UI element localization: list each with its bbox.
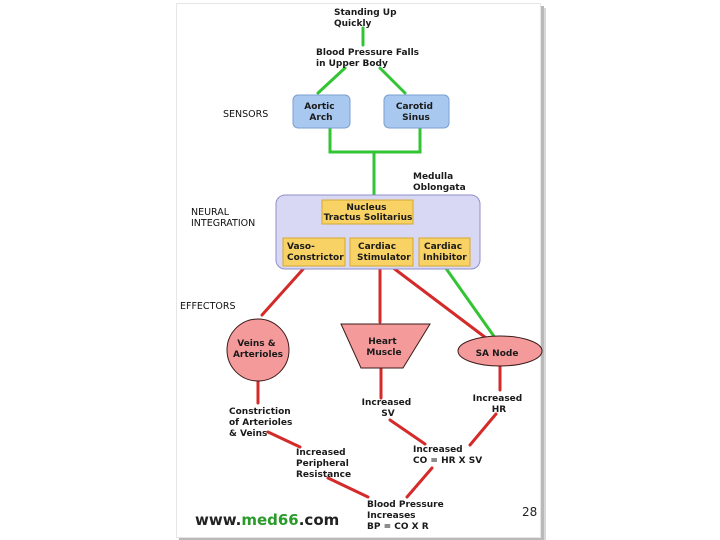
cardiac-stimulator-box	[349, 237, 414, 267]
nucleus-box	[321, 199, 414, 225]
bp-falls-text: Blood Pressure Falls in Upper Body	[316, 48, 422, 69]
bp-increases-text: Blood Pressure Increases BP = CO X R	[367, 500, 447, 532]
veins-arterioles-circle	[226, 318, 290, 382]
arrow-constriction-to-peripheral	[266, 430, 302, 449]
standing-up-text: Standing Up Quickly	[334, 8, 400, 29]
increased-co-text: Increased CO = HR X SV	[413, 445, 482, 466]
vasoconstrictor-text: Vaso- Constrictor	[287, 242, 344, 263]
veins-arterioles-text: Veins & Arterioles	[233, 339, 283, 360]
vasoconstrictor-box	[282, 237, 346, 267]
arrow-bpfall-to-carotid	[378, 66, 407, 95]
section-sensors: SENSORS	[223, 109, 268, 120]
heart-muscle-shape	[340, 323, 431, 369]
green-arrows	[316, 26, 500, 344]
increased-sv-text: Increased SV	[362, 398, 415, 419]
aortic-arch-box	[292, 94, 351, 129]
heart-muscle-text: Heart Muscle	[366, 337, 401, 358]
diagram-card	[176, 3, 541, 538]
page-number: 28	[522, 505, 538, 519]
cardiac-stimulator-text: Cardiac Stimulator	[357, 242, 411, 263]
constriction-text: Constriction of Arterioles & Veins	[229, 407, 295, 439]
sa-node-text: SA Node	[476, 349, 519, 359]
section-neural-integration: NEURAL INTEGRATION	[191, 207, 255, 229]
section-effectors: EFFECTORS	[180, 301, 235, 312]
nucleus-text: Nucleus Tractus Solitarius	[324, 203, 413, 223]
arrow-peripheral-to-bp	[326, 476, 370, 499]
arrow-co-to-bp	[405, 466, 434, 499]
arrow-vaso-to-veins	[260, 265, 307, 317]
cardiac-inhibitor-box	[418, 237, 471, 267]
arrow-stimulator-to-sanode	[390, 265, 496, 346]
arrow-sv-to-co	[388, 418, 427, 446]
cardiac-inhibitor-text: Cardiac Inhibitor	[423, 242, 467, 263]
aortic-arch-text: Aortic Arch	[304, 102, 337, 123]
arrow-inhibitor-to-sanode	[443, 265, 500, 344]
watermark-text: www.med66.com	[195, 511, 339, 529]
carotid-sinus-text: Carotid Sinus	[396, 102, 436, 123]
arrow-hr-to-co	[468, 412, 498, 447]
arrow-bpfall-to-aortic	[316, 66, 347, 95]
increased-hr-text: Increased HR	[473, 394, 526, 415]
carotid-sinus-box	[383, 94, 450, 129]
medulla-oblongata-text: Medulla Oblongata	[413, 172, 466, 193]
red-arrows	[256, 222, 502, 499]
arrow-sensors-join	[328, 126, 422, 154]
peripheral-resistance-text: Increased Peripheral Resistance	[296, 448, 352, 480]
sa-node-ellipse	[457, 335, 543, 367]
